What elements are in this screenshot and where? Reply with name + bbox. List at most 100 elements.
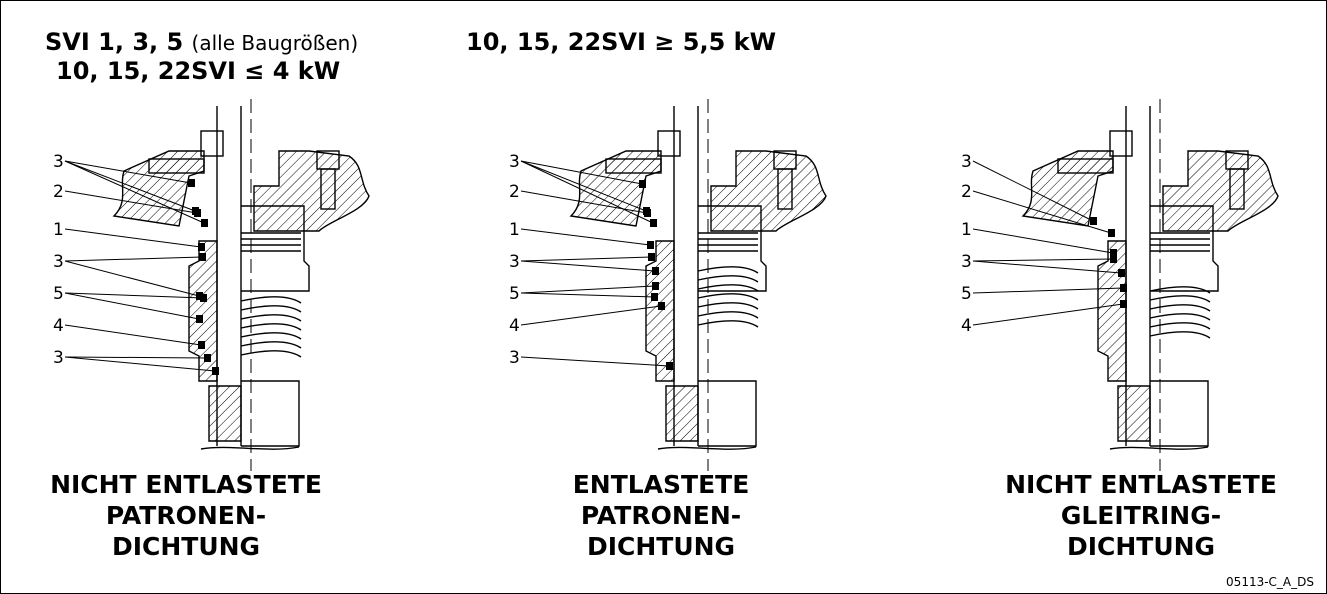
spring-coil [240, 323, 302, 331]
o-ring [200, 294, 207, 302]
spring-coil [697, 302, 759, 310]
bolt-shank [777, 168, 793, 210]
leader-line [64, 256, 203, 262]
flange-plate [148, 158, 205, 174]
leader-line [972, 287, 1124, 294]
callout-number: 4 [509, 316, 520, 336]
leader-line [520, 160, 647, 212]
o-ring [666, 362, 673, 370]
bolt-shank [1229, 168, 1245, 210]
leader-line [520, 356, 670, 367]
bolt-shank [320, 168, 336, 210]
o-ring [1120, 284, 1127, 292]
leader-line [972, 228, 1114, 254]
leader-line [972, 260, 1122, 274]
o-ring [196, 292, 203, 300]
spring-coil [697, 284, 759, 292]
leader-line [520, 228, 651, 246]
leader-line [520, 285, 656, 294]
callout-number: 2 [509, 182, 520, 202]
o-ring [212, 367, 219, 375]
lower-housing [698, 380, 757, 447]
o-ring [658, 302, 665, 310]
lower-tube [1117, 385, 1151, 442]
o-ring [194, 209, 201, 217]
callout-number: 4 [961, 316, 972, 336]
flange-plate [1057, 158, 1114, 174]
callout-number: 2 [961, 182, 972, 202]
leader-line [520, 160, 654, 224]
leader-line [64, 356, 216, 372]
leader-line [64, 260, 200, 297]
o-ring [1118, 269, 1125, 277]
spring-coil [1149, 331, 1211, 339]
o-ring [648, 253, 655, 261]
bolt-head [1109, 130, 1133, 157]
caption-line: PATRONEN- [580, 501, 742, 530]
o-ring [198, 243, 205, 251]
caption-line: ENTLASTETE [572, 470, 750, 499]
o-ring [204, 354, 211, 362]
caption-line: GLEITRING- [1060, 501, 1222, 530]
callout-number: 1 [53, 220, 64, 240]
spring-coil [1149, 286, 1211, 294]
caption-line: DICHTUNG [586, 532, 736, 561]
spring-coil [697, 320, 759, 328]
callout-number: 3 [53, 252, 64, 272]
callout-number: 3 [509, 252, 520, 272]
housing-right [1162, 150, 1279, 232]
bolt-head [657, 130, 681, 157]
caption-view-3: NICHT ENTLASTETE GLEITRING- DICHTUNG [976, 469, 1306, 562]
sleeve [645, 240, 675, 382]
callout-number: 1 [509, 220, 520, 240]
spring-coil [240, 341, 302, 349]
lower-housing [241, 380, 300, 447]
callout-number: 3 [509, 348, 520, 368]
leader-line [64, 160, 205, 224]
reference-code: 05113-C_A_DS [1226, 575, 1314, 589]
leader-line [64, 292, 200, 320]
o-ring [650, 219, 657, 227]
o-ring [201, 219, 208, 227]
callout-number: 3 [961, 252, 972, 272]
leader-line [972, 160, 1094, 222]
housing-right [710, 150, 827, 232]
callout-number: 5 [53, 284, 64, 304]
o-ring [1110, 249, 1117, 257]
spring-coil [697, 275, 759, 283]
spring-coil [697, 293, 759, 301]
caption-line: DICHTUNG [111, 532, 261, 561]
leader-line [520, 292, 655, 298]
header-left-line2: 10, 15, 22SVI ≤ 4 kW [56, 57, 341, 85]
o-ring [652, 267, 659, 275]
break-line [657, 446, 757, 450]
leader-line [972, 258, 1114, 262]
caption-line: DICHTUNG [1066, 532, 1216, 561]
caption-line: PATRONEN- [105, 501, 267, 530]
o-ring [1110, 255, 1117, 263]
callout-number: 1 [961, 220, 972, 240]
leader-line [64, 160, 192, 184]
spring-coil [240, 350, 302, 358]
leader-line [520, 260, 656, 272]
break-line [1109, 446, 1209, 450]
leader-line [64, 190, 198, 214]
leader-line [64, 228, 202, 248]
o-ring [1090, 217, 1097, 225]
leader-line [972, 303, 1124, 326]
leader-line [520, 190, 648, 214]
spring-coil [240, 296, 302, 304]
callout-number: 3 [53, 348, 64, 368]
o-ring [196, 315, 203, 323]
o-ring [188, 179, 195, 187]
lower-housing [1150, 380, 1209, 447]
leader-line [972, 190, 1112, 234]
caption-view-1: NICHT ENTLASTETE PATRONEN- DICHTUNG [21, 469, 351, 562]
callout-number: 4 [53, 316, 64, 336]
break-line [200, 446, 300, 450]
leader-line [64, 324, 202, 346]
spring-coil [240, 305, 302, 313]
